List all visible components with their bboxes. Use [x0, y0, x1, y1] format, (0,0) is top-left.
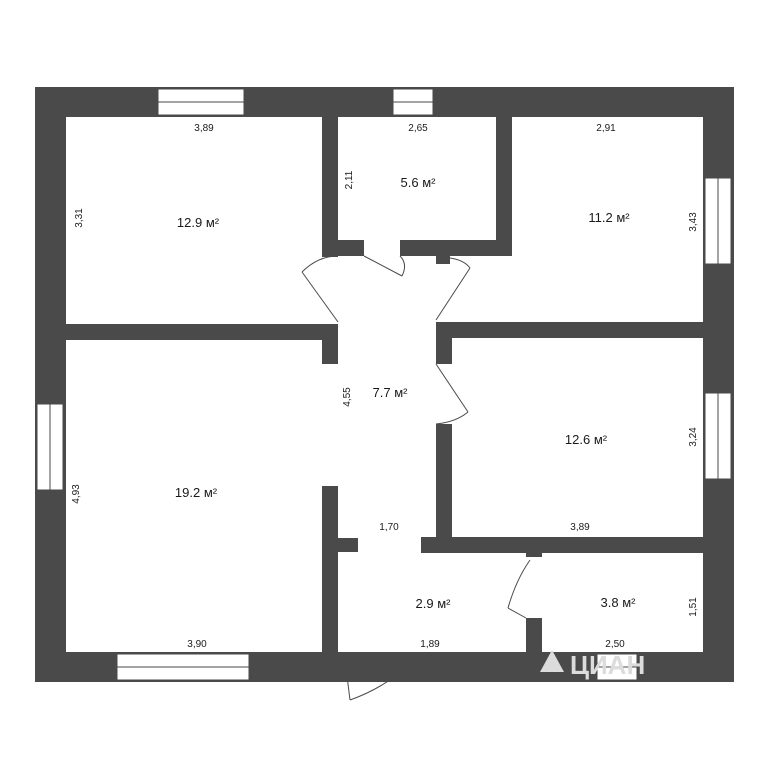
window-bedroom3 — [704, 392, 732, 480]
window-storage — [392, 88, 434, 116]
area-bedroom-1: 12.9 м² — [177, 215, 220, 230]
wall-hall-right-bottom — [436, 424, 452, 552]
wall-bedroom1-storage — [322, 117, 338, 257]
wall-bathroom-bottom-stub — [526, 618, 542, 652]
dim-bedroom1-width: 3,89 — [194, 123, 214, 134]
wall-living-entrance — [322, 486, 338, 652]
area-bathroom: 3.8 м² — [601, 595, 637, 610]
wall-hall-left-top — [322, 324, 338, 364]
doors — [301, 255, 531, 701]
dim-entrance-width: 1,89 — [420, 639, 440, 650]
wall-bedroom1-living — [66, 324, 338, 340]
dim-living-height: 4,93 — [71, 484, 82, 504]
dim-storage-width: 2,65 — [408, 123, 428, 134]
wall-storage-bottom — [400, 240, 512, 256]
area-bedroom-3: 12.6 м² — [565, 432, 608, 447]
watermark-logo-icon — [540, 650, 564, 672]
area-storage: 5.6 м² — [401, 175, 437, 190]
window-living-bottom — [116, 653, 250, 681]
dim-hallway-width: 1,70 — [379, 522, 399, 533]
dim-bathroom-width: 2,50 — [605, 639, 625, 650]
watermark-text: ЦИАН — [570, 650, 645, 680]
wall-storage-bedroom2 — [496, 117, 512, 256]
wall-hall-right-top — [436, 322, 452, 364]
door-storage — [363, 255, 406, 277]
dim-bedroom3-width: 3,89 — [570, 522, 590, 533]
door-entrance — [343, 651, 411, 701]
wall-entrance-stub — [338, 538, 358, 552]
dim-hallway-height: 4,55 — [342, 387, 353, 407]
window-living — [36, 403, 64, 491]
wall-bathroom-top-stub — [526, 537, 542, 557]
wall-left — [35, 87, 66, 682]
door-bedroom3 — [435, 363, 469, 425]
dimension-labels: 3,89 3,31 2,65 2,11 2,91 3,43 4,55 1,70 … — [71, 123, 699, 650]
windows — [36, 88, 732, 681]
interior-walls — [66, 117, 703, 652]
wall-bedroom3-bottom — [421, 537, 703, 553]
dim-storage-height: 2,11 — [344, 170, 355, 189]
window-bathroom — [596, 653, 638, 681]
dim-bedroom2-width: 2,91 — [596, 123, 616, 134]
wall-storage-stub-left — [338, 240, 364, 256]
dim-bathroom-height: 1,51 — [688, 597, 699, 617]
area-living-room: 19.2 м² — [175, 485, 218, 500]
dim-bedroom3-height: 3,24 — [688, 427, 699, 447]
door-bedroom2 — [435, 257, 471, 321]
area-labels: 12.9 м² 5.6 м² 11.2 м² 7.7 м² 19.2 м² 12… — [175, 175, 636, 611]
window-bedroom2 — [704, 177, 732, 265]
watermark: ЦИАН — [540, 650, 645, 680]
door-bathroom — [507, 559, 531, 619]
window-bedroom1 — [157, 88, 245, 116]
wall-bedroom2-bedroom3 — [436, 322, 703, 338]
wall-right — [703, 87, 734, 682]
door-bedroom1 — [301, 255, 339, 323]
area-entrance: 2.9 м² — [416, 596, 452, 611]
dim-bedroom1-height: 3,31 — [74, 208, 85, 228]
wall-bedroom2-stub — [436, 256, 450, 264]
area-bedroom-2: 11.2 м² — [588, 210, 630, 225]
dim-bedroom2-height: 3,43 — [688, 212, 699, 232]
area-hallway: 7.7 м² — [373, 385, 409, 400]
wall-top — [35, 87, 734, 117]
dim-living-width: 3,90 — [187, 639, 207, 650]
